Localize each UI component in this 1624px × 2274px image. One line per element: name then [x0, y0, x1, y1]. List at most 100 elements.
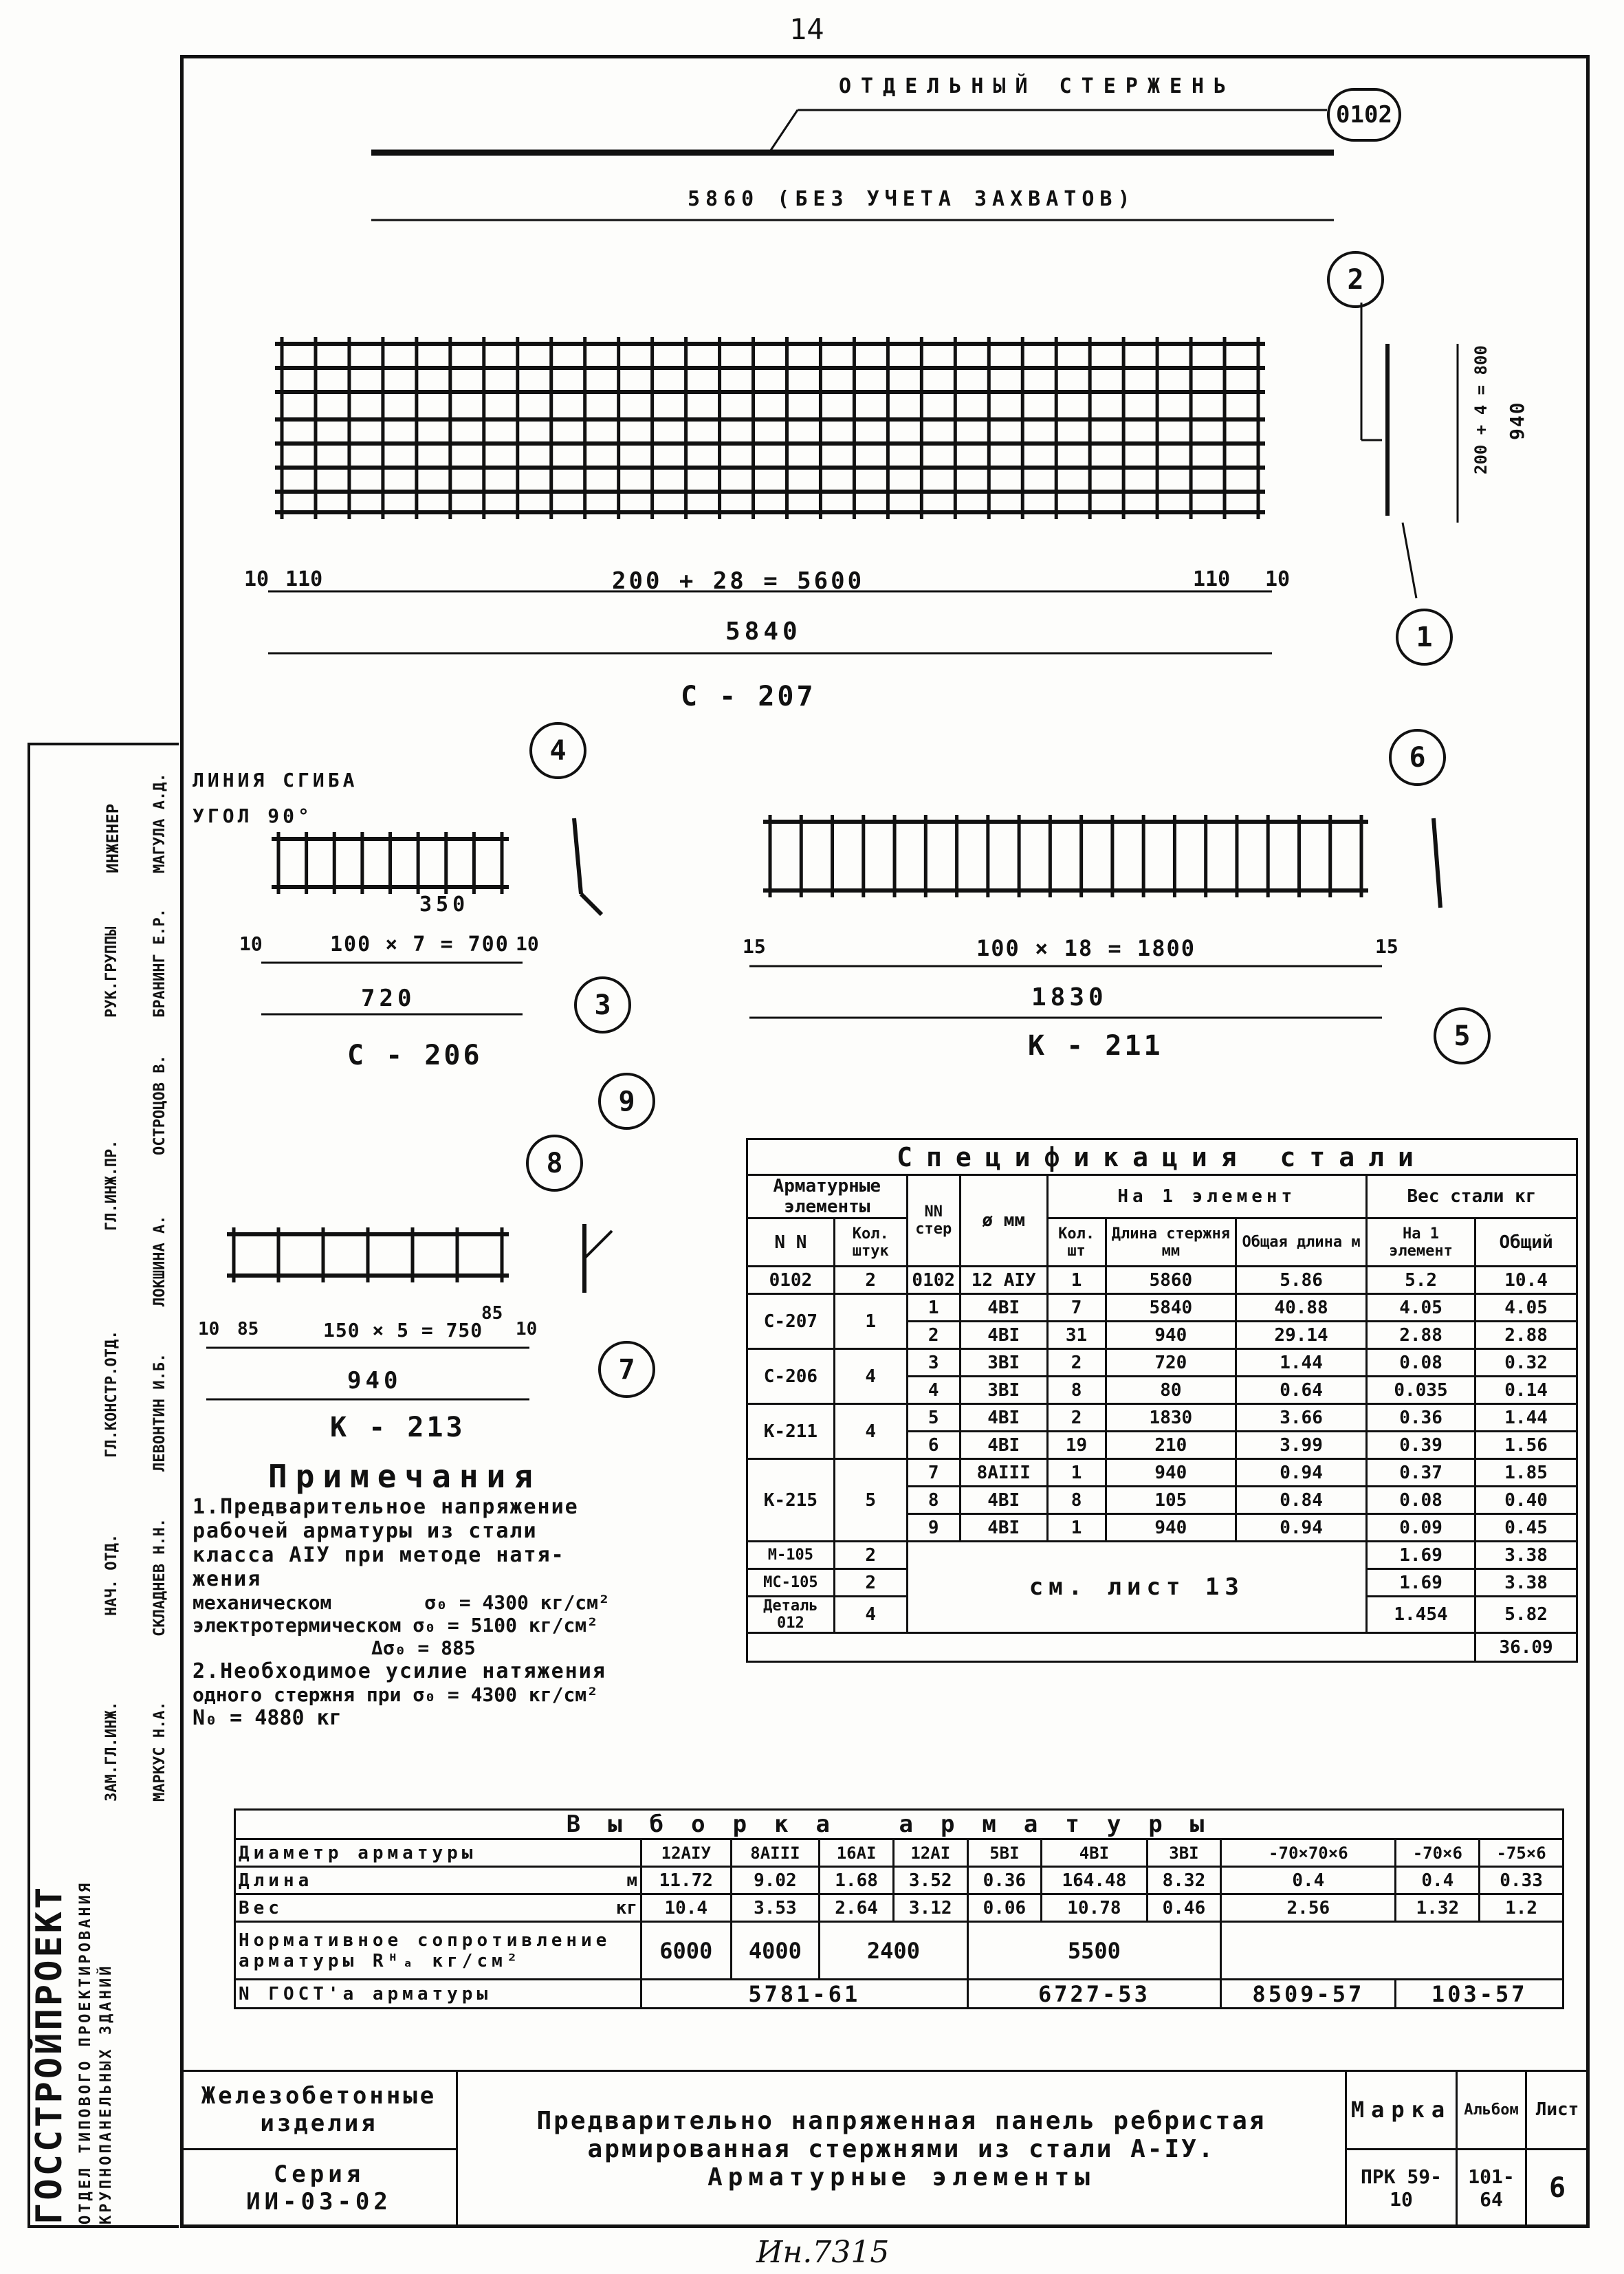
spec-cell-len: 1830 — [1104, 1403, 1238, 1432]
spec-total-spacer — [745, 1632, 1477, 1663]
c206-dim-10a: 10 — [239, 932, 263, 955]
stamp-org: ГОССТРОЙПРОЕКТ — [29, 1884, 70, 2224]
spec-cell-w1: 2.88 — [1365, 1320, 1477, 1350]
sel-row-label: Нормативное сопротивление арматуры Rᴴₐ к… — [234, 1921, 642, 1980]
tb-left-2: Серия — [273, 2160, 365, 2188]
sel-cell: 4ВI — [1040, 1838, 1148, 1868]
sel-cell: 0.33 — [1478, 1866, 1564, 1895]
sel-label-text: N ГОСТ'а арматуры — [239, 1983, 492, 2004]
spec-cell-tot: 0.84 — [1235, 1485, 1368, 1515]
spec-cell-diam: 4ВI — [958, 1430, 1049, 1460]
sel-label-text: Нормативное сопротивление арматуры Rᴴₐ к… — [239, 1929, 611, 1971]
spec-cell-len: 940 — [1104, 1458, 1238, 1487]
spec-cell-w1: 0.08 — [1365, 1348, 1477, 1377]
stamp-role-4: РУК.ГРУППЫ — [103, 926, 120, 1018]
sel-cell: 5500 — [966, 1921, 1222, 1980]
spec-cell-len: 5840 — [1104, 1293, 1238, 1322]
sel-cell: 8.32 — [1145, 1866, 1222, 1895]
spec-cell-cnt: 8 — [1046, 1485, 1107, 1515]
sel-cell: 10.78 — [1040, 1893, 1148, 1923]
stamp-role-0: ЗАМ.ГЛ.ИНЖ. — [103, 1701, 120, 1802]
sel-cell: 4000 — [729, 1921, 821, 1980]
callout-6: 6 — [1389, 729, 1446, 786]
spec-cell-elem: МС-105 — [746, 1568, 835, 1597]
c207-dim-110b: 110 — [1193, 567, 1231, 591]
spec-title: Спецификация стали — [746, 1138, 1578, 1176]
stamp-name-0: МАРКУС Н.А. — [151, 1701, 168, 1802]
stamp-role-3: ГЛ.ИНЖ.ПР. — [103, 1139, 120, 1231]
sel-label-text: Диаметр арматуры — [239, 1842, 477, 1863]
spec-cell-len: 80 — [1104, 1375, 1238, 1405]
c207-total: 5840 — [725, 617, 802, 646]
spec-cell-w1: 5.2 — [1365, 1265, 1477, 1295]
spec-cell-cnt: 19 — [1046, 1430, 1107, 1460]
sel-label-text: Длина — [239, 1870, 314, 1891]
spec-cell-qty: 1 — [833, 1293, 908, 1350]
spec-cell-wt: 0.40 — [1474, 1485, 1578, 1515]
note-line: 1.Предварительное напряжение — [193, 1495, 579, 1519]
sel-row-label: Диаметр арматуры — [234, 1838, 642, 1868]
k211-dim-main: 100 × 18 = 1800 — [976, 935, 1196, 961]
spec-cell-cnt: 7 — [1046, 1293, 1107, 1322]
sel-cell: 0.4 — [1394, 1866, 1481, 1895]
spec-cell-cnt: 1 — [1046, 1265, 1107, 1295]
c207-dim-10a: 10 — [244, 567, 270, 591]
sel-cell: 12АI — [892, 1838, 969, 1868]
spec-cell-len: 105 — [1104, 1485, 1238, 1515]
spec-cell-w1: 1.69 — [1365, 1540, 1477, 1570]
callout-8: 8 — [526, 1135, 583, 1192]
stamp-name-6: МАГУЛА А.Д. — [151, 773, 168, 873]
sel-cell: 1.32 — [1394, 1893, 1481, 1923]
stamp-role-2: ГЛ.КОНСТР.ОТД. — [103, 1330, 120, 1458]
spec-cell-tot: 0.64 — [1235, 1375, 1368, 1405]
spec-h-diam: ø мм — [958, 1174, 1049, 1267]
spec-cell-tot: 3.66 — [1235, 1403, 1368, 1432]
sel-cell: 0.36 — [966, 1866, 1043, 1895]
spec-cell-len: 210 — [1104, 1430, 1238, 1460]
sel-cell: 103-57 — [1394, 1978, 1564, 2009]
callout-2: 2 — [1327, 251, 1384, 308]
spec-h-w1: На 1 элемент — [1365, 1217, 1477, 1267]
sel-cell: -70×6 — [1394, 1838, 1481, 1868]
spec-table: Спецификация стали Арматурные элементы N… — [745, 1138, 1579, 1663]
sel-cell: 10.4 — [640, 1893, 732, 1923]
bend-note-1: ЛИНИЯ СГИБА — [193, 769, 358, 791]
sel-cell: 2.64 — [818, 1893, 895, 1923]
mesh-c207 — [275, 342, 1265, 514]
sel-cell: 16АI — [818, 1838, 895, 1868]
spec-cell-rod: 9 — [906, 1513, 961, 1542]
spec-cell-w1: 0.39 — [1365, 1430, 1477, 1460]
spec-cell-cnt: 31 — [1046, 1320, 1107, 1350]
callout-1: 1 — [1396, 609, 1453, 666]
sel-cell: 2.56 — [1220, 1893, 1397, 1923]
spec-cell-len: 940 — [1104, 1320, 1238, 1350]
tb-left-1: Железобетонные изделия — [180, 2070, 458, 2150]
spec-cell-w1: 0.035 — [1365, 1375, 1477, 1405]
k211-dim-15a: 15 — [743, 935, 766, 958]
spec-cell-wt: 3.38 — [1474, 1568, 1578, 1597]
tb-sheet-value: 6 — [1525, 2147, 1590, 2228]
spec-cell-cnt: 2 — [1046, 1403, 1107, 1432]
c206-name: С - 206 — [347, 1040, 483, 1071]
spec-cell-elem: Деталь 012 — [746, 1595, 835, 1634]
c207-side-total: 940 — [1506, 401, 1528, 440]
note-line: класса АIУ при методе натя- — [193, 1543, 565, 1567]
sel-cell: 12АIУ — [640, 1838, 732, 1868]
sel-unit: м — [626, 1870, 637, 1891]
tb-album-value: 101-64 — [1456, 2147, 1527, 2228]
notes-block: Примечания 1.Предварительное напряжение … — [193, 1458, 743, 1730]
